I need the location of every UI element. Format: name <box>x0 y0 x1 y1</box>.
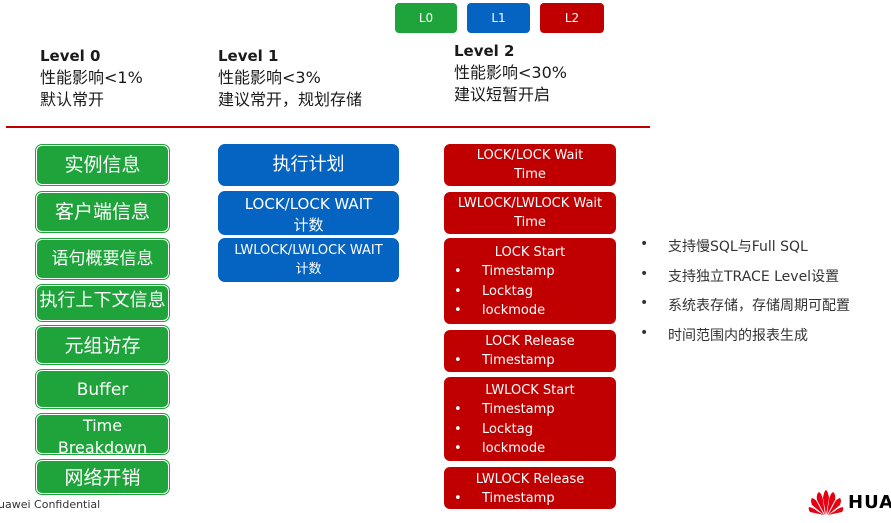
feature-list: •支持慢SQL与Full SQL •支持独立TRACE Level设置 •系统表… <box>640 236 850 354</box>
l0-item-statement-summary: 语句概要信息 <box>36 239 169 279</box>
level-1-header: Level 1 性能影响<3% 建议常开，规划存储 <box>218 45 362 111</box>
red-divider <box>6 126 650 128</box>
legend-l0: L0 <box>395 3 457 33</box>
l2-item-lwlock-wait-time: LWLOCK/LWLOCK Wait Time <box>444 192 616 234</box>
feature-item: •时间范围内的报表生成 <box>640 324 808 344</box>
level-2-title: Level 2 <box>454 42 515 60</box>
l0-item-buffer: Buffer <box>36 370 169 408</box>
legend-l1: L1 <box>467 3 530 33</box>
l2-bullet: •Locktag <box>454 421 533 437</box>
l2-item-lock-wait-time: LOCK/LOCK Wait Time <box>444 144 616 186</box>
l0-item-network: 网络开销 <box>36 460 169 494</box>
level-2-header: Level 2 性能影响<30% 建议短暂开启 <box>454 40 567 106</box>
feature-item: •支持独立TRACE Level设置 <box>640 265 840 285</box>
l2-bullet: •Locktag <box>454 283 533 299</box>
l2-item-title: LWLOCK/LWLOCK Wait Time <box>457 196 603 230</box>
l2-item-title: LWLOCK Start <box>485 383 575 398</box>
legend-l2: L2 <box>540 3 604 33</box>
level-0-impact: 性能影响<1% <box>40 68 143 87</box>
l2-bullet: •Timestamp <box>454 264 555 279</box>
l2-item-title: LOCK Start <box>494 245 566 260</box>
level-0-header: Level 0 性能影响<1% 默认常开 <box>40 45 143 111</box>
l2-bullet: •Timestamp <box>454 491 555 506</box>
logo-text: HUA <box>848 491 891 513</box>
level-2-impact: 性能影响<30% <box>454 63 567 82</box>
l1-item-lwlock-wait-count: LWLOCK/LWLOCK WAIT 计数 <box>219 239 398 281</box>
l0-item-client: 客户端信息 <box>36 192 169 232</box>
huawei-logo: HUA <box>808 488 891 516</box>
l2-item-lwlock-release: LWLOCK Release •Timestamp <box>444 467 616 509</box>
l1-item-exec-plan: 执行计划 <box>219 145 398 185</box>
huawei-petal-icon <box>808 490 844 515</box>
l2-bullet: •Timestamp <box>454 353 555 368</box>
l2-item-title: LOCK/LOCK Wait Time <box>476 148 584 182</box>
l2-bullet: •Timestamp <box>454 402 555 417</box>
l0-item-tuple-access: 元组访存 <box>36 326 169 364</box>
level-0-advice: 默认常开 <box>40 90 105 109</box>
level-1-advice: 建议常开，规划存储 <box>218 90 363 109</box>
l2-item-lock-start: LOCK Start •Timestamp •Locktag •lockmode <box>444 238 616 324</box>
level-2-advice: 建议短暂开启 <box>454 85 551 104</box>
confidential-footer: uawei Confidential <box>0 498 101 511</box>
l2-item-lock-release: LOCK Release •Timestamp <box>444 330 616 372</box>
l2-bullet: •lockmode <box>454 303 546 318</box>
feature-item: •支持慢SQL与Full SQL <box>640 236 808 255</box>
level-1-impact: 性能影响<3% <box>218 68 321 87</box>
l0-item-instance: 实例信息 <box>36 145 169 185</box>
level-0-title: Level 0 <box>40 47 101 65</box>
level-1-title: Level 1 <box>218 47 279 65</box>
feature-item: •系统表存储，存储周期可配置 <box>640 295 850 314</box>
l1-item-lock-wait-count: LOCK/LOCK WAIT 计数 <box>219 192 398 234</box>
l2-item-title: LOCK Release <box>485 334 575 349</box>
l2-item-lwlock-start: LWLOCK Start •Timestamp •Locktag •lockmo… <box>444 377 616 461</box>
l2-bullet: •lockmode <box>454 441 546 456</box>
l2-item-title: LWLOCK Release <box>475 472 585 487</box>
l0-item-exec-context: 执行上下文信息 <box>36 285 169 321</box>
l0-item-time-breakdown: Time Breakdown <box>36 414 169 457</box>
